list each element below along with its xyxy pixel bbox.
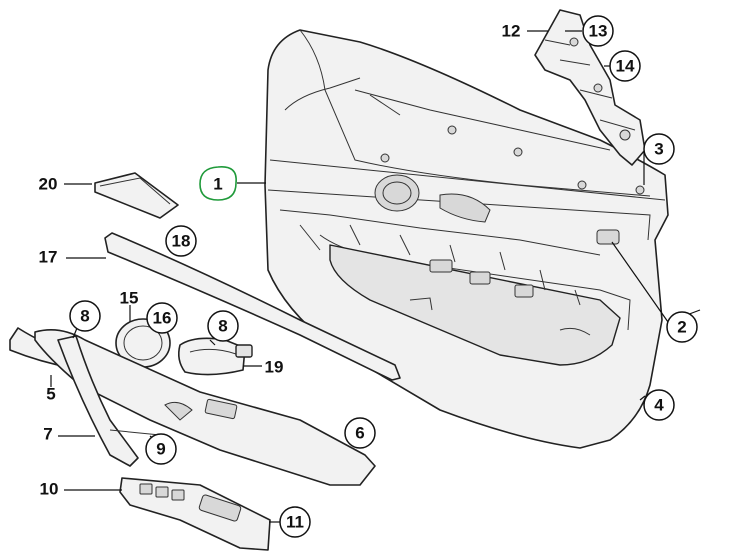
callout-4: 4 <box>643 389 675 421</box>
svg-text:2: 2 <box>677 318 686 337</box>
callout-14: 14 <box>609 50 641 82</box>
svg-text:14: 14 <box>616 57 635 76</box>
svg-text:4: 4 <box>654 396 664 415</box>
svg-text:18: 18 <box>172 232 191 251</box>
svg-text:10: 10 <box>40 480 59 499</box>
callout-15: 15 <box>120 289 139 308</box>
svg-text:6: 6 <box>355 424 364 443</box>
switch-cluster-part <box>119 477 271 551</box>
callout-12: 12 <box>502 22 521 41</box>
callout-2: 2 <box>666 311 698 343</box>
svg-text:3: 3 <box>654 140 663 159</box>
door-trim-panel <box>264 29 669 449</box>
callout-8a: 8 <box>69 300 101 332</box>
callout-9: 9 <box>145 433 177 465</box>
callout-10: 10 <box>40 480 59 499</box>
trim-cover-part <box>94 172 179 219</box>
svg-text:8: 8 <box>218 317 227 336</box>
callout-7: 7 <box>43 425 52 444</box>
callout-3: 3 <box>643 133 675 165</box>
svg-text:11: 11 <box>286 513 304 532</box>
callout-16: 16 <box>146 302 178 334</box>
svg-text:16: 16 <box>153 309 172 328</box>
grab-handle-part <box>57 335 161 467</box>
svg-text:19: 19 <box>265 358 284 377</box>
callout-11: 11 <box>279 506 311 538</box>
svg-text:9: 9 <box>156 440 165 459</box>
door-handle-part <box>178 337 253 376</box>
svg-text:15: 15 <box>120 289 139 308</box>
callout-1: 1 <box>199 166 237 201</box>
svg-text:5: 5 <box>46 385 55 404</box>
long-trim-strip <box>104 232 401 381</box>
svg-text:8: 8 <box>80 307 89 326</box>
callout-19: 19 <box>265 358 284 377</box>
callout-17: 17 <box>39 248 58 267</box>
svg-text:1: 1 <box>213 175 222 194</box>
svg-text:20: 20 <box>39 175 58 194</box>
svg-text:13: 13 <box>589 22 608 41</box>
callout-5: 5 <box>46 385 55 404</box>
callout-18: 18 <box>165 225 197 257</box>
svg-text:17: 17 <box>39 248 58 267</box>
armrest-panel <box>34 329 376 486</box>
callout-20: 20 <box>39 175 58 194</box>
callout-8b: 8 <box>207 310 239 342</box>
callout-6: 6 <box>344 417 376 449</box>
svg-text:7: 7 <box>43 425 52 444</box>
callout-13: 13 <box>582 15 614 47</box>
svg-text:12: 12 <box>502 22 521 41</box>
